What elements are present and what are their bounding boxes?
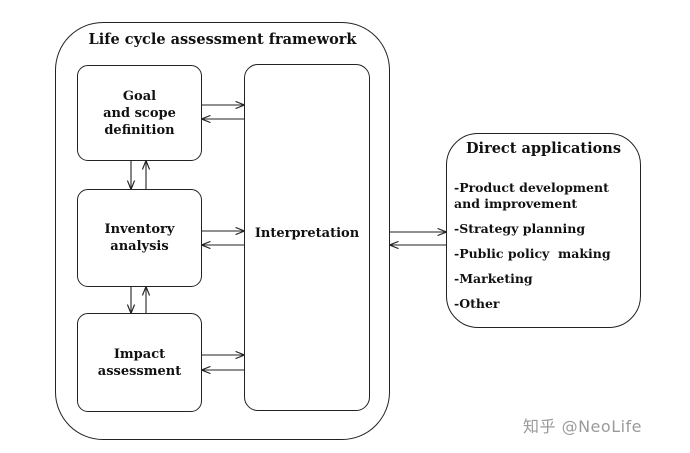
goal-scope-box: Goal and scope definition [77,65,202,161]
inventory-label-line2: analysis [110,239,169,254]
goal-label-line3: definition [104,122,175,138]
interpretation-box [244,64,370,411]
goal-label-line1: Goal [122,88,157,104]
framework-title: Life cycle assessment framework [88,31,357,48]
impact-label-line2: assessment [97,363,182,379]
goal-label-line2: and scope [103,105,176,121]
applications-list: -Product development and improvement -St… [454,180,636,321]
applications-title: Direct applications [465,140,622,157]
inventory-label-line1: Inventory [104,222,175,237]
application-item-other: -Other [454,296,500,311]
application-item-policy: -Public policy making [454,246,611,261]
interpretation-label: Interpretation [254,226,360,241]
impact-assessment-box: Impact assessment [77,313,202,412]
application-item-marketing: -Marketing [454,271,533,286]
inventory-analysis-box: Inventory analysis [77,189,202,287]
watermark: 知乎 @NeoLife [523,417,643,436]
impact-label-line1: Impact [113,346,166,362]
direct-applications-box [446,133,641,328]
application-item-strategy: -Strategy planning [454,221,586,236]
application-item-product: -Product development and improvement [454,180,614,211]
